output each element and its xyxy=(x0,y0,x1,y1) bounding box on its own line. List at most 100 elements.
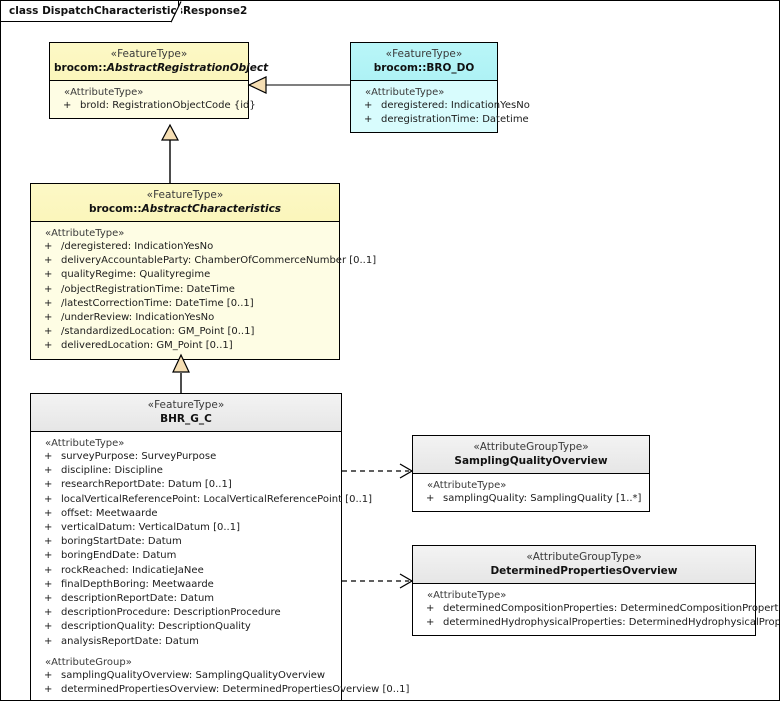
attribute-row[interactable]: + descriptionProcedure: DescriptionProced… xyxy=(35,606,337,620)
class-name-text: BHR_G_C xyxy=(160,413,212,425)
class-header-abstract-registration-object: «FeatureType» brocom::AbstractRegistrati… xyxy=(50,43,268,81)
attribute-text: qualityRegime: Qualityregime xyxy=(61,269,211,281)
attribute-text: /objectRegistrationTime: DateTime xyxy=(61,283,235,295)
attribute-row[interactable]: +rockReached: IndicatieJaNee xyxy=(35,564,337,578)
attribute-row[interactable]: +researchReportDate: Datum [0..1] xyxy=(35,478,337,492)
attribute-row[interactable]: +boringStartDate: Datum xyxy=(35,535,337,549)
attribute-row[interactable]: +verticalDatum: VerticalDatum [0..1] xyxy=(35,521,337,535)
class-body-sampling-quality-overview: «AttributeType» + samplingQuality: Sampli… xyxy=(413,474,649,512)
attribute-row[interactable]: + finalDepthBoring: Meetwaarde xyxy=(35,578,337,592)
visibility-marker: + xyxy=(44,578,53,590)
class-name: DeterminedPropertiesOverview xyxy=(417,565,751,578)
class-box-determined-properties-overview[interactable]: «AttributeGroupType» DeterminedPropertie… xyxy=(412,545,779,637)
attribute-row[interactable]: + offset: Meetwaarde xyxy=(35,507,337,521)
attribute-row[interactable]: + determinedPropertiesOverview: Determine… xyxy=(35,683,409,697)
attribute-row[interactable]: +/deregistered: IndicationYesNo xyxy=(35,240,335,254)
visibility-marker: + xyxy=(44,283,53,295)
visibility-marker: + xyxy=(44,241,53,252)
attribute-row[interactable]: + samplingQualityOverview: SamplingQualit… xyxy=(35,669,337,683)
visibility-marker: + xyxy=(44,621,53,633)
class-name-text: SamplingQualityOverview xyxy=(454,455,608,467)
attribute-group-label: «AttributeType» xyxy=(427,480,507,491)
class-header-sampling-quality-overview: «AttributeGroupType» SamplingQualityOver… xyxy=(413,436,649,474)
visibility-marker: + xyxy=(44,684,53,696)
attribute-row[interactable]: +descriptionReportDate: Datum xyxy=(35,592,337,606)
attribute-group-label-2: «AttributeGroup» xyxy=(45,656,132,668)
attribute-row[interactable]: +/underReview: IndicationYesNo xyxy=(35,311,335,325)
attribute-text: determinedCompositionProperties: Determi… xyxy=(443,603,780,614)
generalization-bhr-g-c-to-abstract-characteristics xyxy=(172,353,190,393)
attribute-text: offset: Meetwaarde xyxy=(61,507,158,519)
attribute-text: descriptionProcedure: DescriptionProcedu… xyxy=(61,607,281,619)
class-box-abstract-characteristics[interactable]: «FeatureType» brocom::AbstractCharacteri… xyxy=(30,183,376,360)
dependency-bhr-g-c-to-determined-properties-overview xyxy=(342,573,414,589)
dependency-bhr-g-c-to-sampling-quality-overview xyxy=(342,463,414,479)
visibility-marker: + xyxy=(44,297,53,309)
attribute-text: verticalDatum: VerticalDatum [0..1] xyxy=(61,522,240,534)
attribute-row[interactable]: +determinedHydrophysicalProperties: Dete… xyxy=(417,616,779,630)
class-body-bro-do: «AttributeType» +deregistered: Indicatio… xyxy=(351,81,530,133)
attribute-group-label: «AttributeType» xyxy=(45,438,125,449)
visibility-marker: + xyxy=(364,114,373,126)
visibility-marker: + xyxy=(44,593,53,605)
class-name-text: AbstractCharacteristics xyxy=(141,203,282,215)
class-box-sampling-quality-overview[interactable]: «AttributeGroupType» SamplingQualityOver… xyxy=(412,435,650,513)
attribute-row[interactable]: +broId: RegistrationObjectCode {id} xyxy=(54,99,256,113)
attribute-row[interactable]: + /objectRegistrationTime: DateTime xyxy=(35,283,335,297)
visibility-marker: + xyxy=(44,255,53,267)
class-name: brocom::BRO_DO xyxy=(355,62,493,75)
attribute-row[interactable]: +qualityRegime: Qualityregime xyxy=(35,268,335,282)
generalization-abstract-characteristics-to-abstract-registration-object xyxy=(161,123,179,183)
attribute-row[interactable]: +localVerticalReferencePoint: LocalVerti… xyxy=(35,493,372,507)
attribute-row[interactable]: +deregistrationTime: Datetime xyxy=(355,113,529,127)
class-stereotype: «AttributeGroupType» xyxy=(526,551,642,563)
visibility-marker: + xyxy=(44,536,53,548)
diagram-frame-corner xyxy=(171,1,189,23)
visibility-marker: + xyxy=(44,669,53,681)
attribute-text: descriptionQuality: DescriptionQuality xyxy=(61,621,251,633)
visibility-marker: + xyxy=(44,564,53,576)
visibility-marker: + xyxy=(44,340,53,352)
class-box-bro-do[interactable]: «FeatureType» brocom::BRO_DO «AttributeT… xyxy=(350,42,530,134)
attribute-row[interactable]: +/latestCorrectionTime: DateTime [0..1] xyxy=(35,297,335,311)
visibility-marker: + xyxy=(426,493,435,504)
attribute-text: finalDepthBoring: Meetwaarde xyxy=(61,578,214,590)
visibility-marker: + xyxy=(44,507,53,519)
attribute-row[interactable]: +deregistered: IndicationYesNo xyxy=(355,99,530,113)
class-namespace: brocom:: xyxy=(54,62,107,74)
class-stereotype: «FeatureType» xyxy=(385,48,463,60)
visibility-marker: + xyxy=(426,617,435,629)
diagram-frame-label: class DispatchCharacteristicsResponse2 xyxy=(1,1,247,22)
attribute-row[interactable]: +/standardizedLocation: GM_Point [0..1] xyxy=(35,325,335,339)
attribute-text: samplingQualityOverview: SamplingQuality… xyxy=(61,669,326,681)
visibility-marker: + xyxy=(44,312,53,324)
attribute-row[interactable]: +discipline: Discipline xyxy=(35,464,337,478)
attribute-row[interactable]: + samplingQuality: SamplingQuality [1..*] xyxy=(417,492,645,506)
visibility-marker: + xyxy=(364,100,373,111)
visibility-marker: + xyxy=(44,465,53,477)
visibility-marker: + xyxy=(426,603,435,614)
attribute-row[interactable]: +analysisReportDate: Datum xyxy=(35,635,337,649)
attribute-text: determinedPropertiesOverview: Determined… xyxy=(61,684,410,696)
class-body-abstract-registration-object: «AttributeType» +broId: RegistrationObje… xyxy=(50,81,256,119)
visibility-marker: + xyxy=(44,493,53,505)
class-stereotype: «FeatureType» xyxy=(110,48,188,60)
attribute-text: surveyPurpose: SurveyPurpose xyxy=(61,451,217,462)
visibility-marker: + xyxy=(44,479,53,491)
attribute-row[interactable]: +boringEndDate: Datum xyxy=(35,549,337,563)
attribute-row[interactable]: +surveyPurpose: SurveyPurpose xyxy=(35,450,337,464)
attribute-group-label: «AttributeType» xyxy=(64,87,144,98)
attribute-row[interactable]: + descriptionQuality: DescriptionQuality xyxy=(35,620,337,634)
attribute-row[interactable]: +deliveryAccountableParty: ChamberOfComm… xyxy=(35,254,376,268)
class-box-bhr-g-c[interactable]: «FeatureType» BHR_G_C «AttributeType» +s… xyxy=(30,393,409,700)
visibility-marker: + xyxy=(44,607,53,619)
class-box-abstract-registration-object[interactable]: «FeatureType» brocom::AbstractRegistrati… xyxy=(49,42,268,120)
attribute-row[interactable]: +deliveredLocation: GM_Point [0..1] xyxy=(35,339,335,353)
attribute-text: samplingQuality: SamplingQuality [1..*] xyxy=(443,493,642,504)
class-name-text: AbstractRegistrationObject xyxy=(106,62,269,74)
attribute-row[interactable]: + determinedCompositionProperties: Determ… xyxy=(417,602,779,616)
attribute-group-label: «AttributeType» xyxy=(365,87,445,98)
class-namespace: brocom:: xyxy=(88,203,142,215)
visibility-marker: + xyxy=(44,326,53,338)
